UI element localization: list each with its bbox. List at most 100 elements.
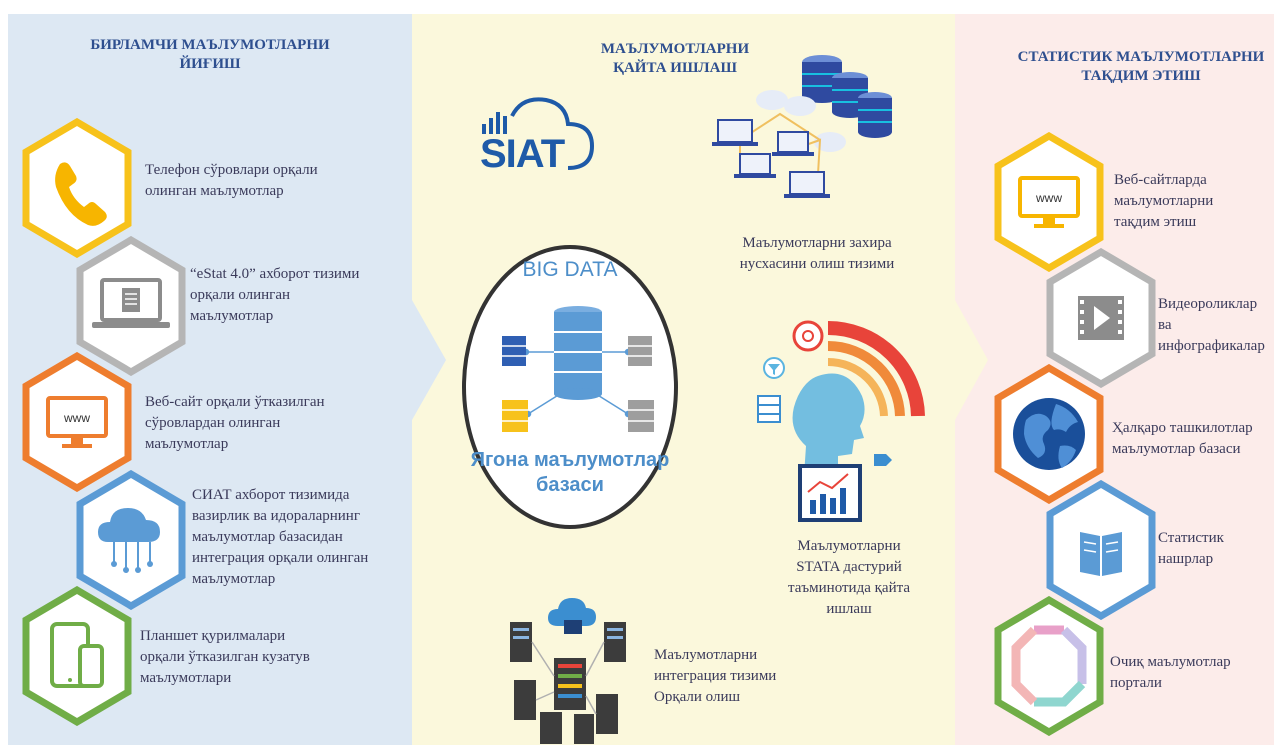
- right-item-1-label: Веб-сайтларда маълумотларни тақдим этиш: [1114, 170, 1213, 233]
- website-hexagon: www: [22, 352, 132, 492]
- tablet-hexagon: [22, 586, 132, 726]
- left-item-5-line-1: Планшет қурилмалари: [140, 628, 286, 644]
- head-icon: [792, 373, 865, 476]
- backup-label: Маълумотларни захира нусхасини олиш тизи…: [722, 233, 912, 275]
- right-item-3-line-1: Ҳалқаро ташкилотлар: [1112, 420, 1253, 436]
- left-item-3-line-1: Веб-сайт орқали ўтказилган: [145, 394, 325, 410]
- stata-label-line-2: STATA дастурий: [796, 559, 902, 575]
- video-icon: [1078, 296, 1124, 340]
- search-circle-icon: [792, 320, 824, 352]
- websites-hexagon: www: [994, 132, 1104, 272]
- right-item-5-line-1: Очиқ маълумотлар: [1110, 654, 1231, 670]
- websites-www-text: www: [1035, 191, 1062, 205]
- integration-label-line-2: интеграция тизими: [654, 668, 777, 684]
- right-item-1-line-3: тақдим этиш: [1114, 214, 1197, 230]
- big-data-oval: [462, 245, 678, 529]
- globe-hexagon: [994, 364, 1104, 504]
- stata-label-line-3: таъминотида қайта: [788, 580, 910, 596]
- right-item-4-label: Статистик нашрлар: [1158, 528, 1224, 570]
- server-racks-icon: [510, 622, 626, 744]
- phone-hexagon: [22, 118, 132, 258]
- cloud-hexagon: [76, 470, 186, 610]
- right-item-2-line-1: Видеороликлар: [1158, 296, 1258, 312]
- right-column-title: СТАТИСТИК МАЪЛУМОТЛАРНИ ТАҚДИМ ЭТИШ: [1010, 48, 1272, 86]
- big-data-label-line-1: Ягона маълумотлар: [470, 449, 670, 471]
- right-item-1-line-1: Веб-сайтларда: [1114, 172, 1207, 188]
- gray-database-icon-top: [628, 336, 652, 366]
- central-database-icon: [554, 306, 602, 400]
- right-arrow-shape: [955, 300, 988, 420]
- left-item-3-line-2: сўровлардан олинган: [145, 415, 281, 431]
- left-column-title: БИРЛАМЧИ МАЪЛУМОТЛАРНИ ЙИҒИШ: [60, 36, 360, 74]
- left-item-4-label: СИАТ ахборот тизимида вазирлик ва идорал…: [192, 485, 368, 590]
- laptops-icon: [712, 119, 830, 198]
- left-item-2-line-1: “eStat 4.0” ахборот тизими: [190, 266, 360, 282]
- left-item-4-line-1: СИАТ ахборот тизимида: [192, 487, 350, 503]
- analytics-chart-icon: [798, 464, 862, 522]
- book-icon: [1080, 532, 1122, 576]
- backup-label-line-2: нусхасини олиш тизими: [739, 256, 895, 272]
- laptop-hexagon: [76, 236, 186, 376]
- left-title-line-1: БИРЛАМЧИ МАЪЛУМОТЛАРНИ: [90, 37, 330, 53]
- monitor-www-text: www: [63, 411, 90, 425]
- integration-label-line-1: Маълумотларни: [654, 647, 758, 663]
- right-item-5-label: Очиқ маълумотлар портали: [1110, 652, 1231, 694]
- left-item-2-label: “eStat 4.0” ахборот тизими орқали олинга…: [190, 264, 359, 327]
- left-item-4-line-5: маълумотлар: [192, 571, 276, 587]
- gray-database-icon-bottom: [628, 400, 654, 432]
- left-item-1-line-1: Телефон сўровлари орқали: [145, 162, 318, 178]
- integration-cloud-icon: [548, 598, 596, 634]
- left-item-4-line-3: маълумотлар базасидан: [192, 529, 343, 545]
- right-item-2-line-2: ва: [1158, 317, 1172, 333]
- siat-logo: [482, 97, 595, 170]
- middle-column-title: МАЪЛУМОТЛАРНИ ҚАЙТА ИШЛАШ: [560, 40, 790, 78]
- right-title-line-2: ТАҚДИМ ЭТИШ: [1081, 68, 1201, 84]
- laptop-icon: [92, 278, 170, 328]
- left-item-1-line-2: олинган маълумотлар: [145, 183, 284, 199]
- left-title-line-2: ЙИҒИШ: [179, 56, 241, 72]
- integration-label-line-3: Орқали олиш: [654, 689, 741, 705]
- blue-database-icon: [502, 336, 526, 366]
- book-hexagon: [1046, 480, 1156, 620]
- clouds-icon: [756, 90, 846, 152]
- left-item-2-line-3: маълумотлар: [190, 308, 274, 324]
- stata-illustration: [757, 320, 925, 522]
- www-monitor-icon: www: [1018, 176, 1080, 228]
- left-item-5-line-2: орқали ўтказилган кузатув: [140, 649, 310, 665]
- signal-bars-icon: [482, 112, 507, 134]
- big-data-label-line-2: базаси: [536, 474, 604, 496]
- integration-label: Маълумотларни интеграция тизими Орқали о…: [654, 645, 776, 708]
- right-item-5-line-2: портали: [1110, 675, 1162, 691]
- left-item-3-line-3: маълумотлар: [145, 436, 229, 452]
- backup-network-illustration: [712, 55, 892, 198]
- cloud-network-icon: [98, 508, 160, 573]
- open-data-hexagon: [994, 596, 1104, 736]
- right-item-2-line-3: инфографикалар: [1158, 338, 1265, 354]
- right-item-3-label: Ҳалқаро ташкилотлар маълумотлар базаси: [1112, 418, 1274, 460]
- big-data-title: BIG DATA: [522, 258, 618, 281]
- stata-label: Маълумотларни STATA дастурий таъминотида…: [754, 536, 944, 620]
- left-arrow-shape: [412, 300, 446, 420]
- right-item-1-line-2: маълумотларни: [1114, 193, 1214, 209]
- backup-label-line-1: Маълумотларни захира: [742, 235, 892, 251]
- globe-icon: [1013, 398, 1085, 470]
- stata-label-line-4: ишлаш: [826, 601, 872, 617]
- left-item-3-label: Веб-сайт орқали ўтказилган сўровлардан о…: [145, 392, 325, 455]
- right-item-3-line-2: маълумотлар базаси: [1112, 441, 1241, 457]
- left-item-5-label: Планшет қурилмалари орқали ўтказилган ку…: [140, 626, 310, 689]
- monitor-icon: www: [46, 396, 108, 448]
- right-item-4-line-2: нашрлар: [1158, 551, 1214, 567]
- arc-chart-icon: [827, 321, 925, 417]
- filter-icon: [763, 357, 785, 379]
- left-item-4-line-4: интеграция орқали олинган: [192, 550, 369, 566]
- yellow-database-icon: [502, 400, 528, 432]
- left-item-5-line-3: маълумотлари: [140, 670, 232, 686]
- right-item-2-label: Видеороликлар ва инфографикалар: [1158, 294, 1274, 357]
- tag-icon: [874, 454, 892, 466]
- db-stack-icon: [757, 395, 781, 423]
- servers-icon: [802, 55, 892, 138]
- tablet-icon: [50, 622, 104, 688]
- integration-illustration: [510, 598, 626, 744]
- big-data-label: Ягона маълумотлар базаси: [460, 448, 680, 498]
